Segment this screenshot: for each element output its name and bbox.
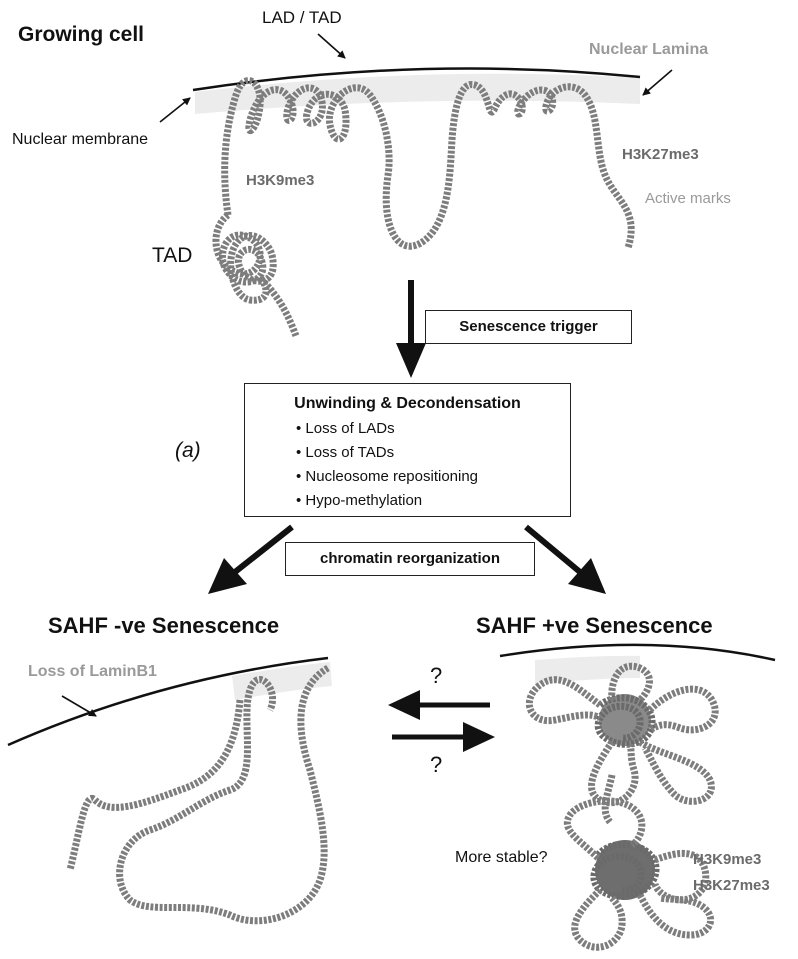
question-mark-bottom: ? <box>430 752 443 777</box>
exchange-arrow-left-head <box>388 690 420 720</box>
process-title: Unwinding & Decondensation <box>294 395 521 412</box>
h3k9me3-label-top: H3K9me3 <box>246 172 315 189</box>
process-item-3: • Nucleosome repositioning <box>296 468 479 485</box>
membrane-right <box>499 643 776 662</box>
exchange-arrow-right-head <box>463 722 495 752</box>
nuclear-lamina-label: Nuclear Lamina <box>589 41 709 58</box>
senescence-trigger-box: Senescence trigger <box>425 310 632 344</box>
tad-label: TAD <box>152 244 193 267</box>
h3k9me3-label-bottom: H3K9me3 <box>693 851 762 868</box>
active-marks-label: Active marks <box>645 190 731 207</box>
chromatin-reorganization-box: chromatin reorganization <box>285 542 535 576</box>
h3k27me3-label-top: H3K27me3 <box>622 146 699 163</box>
process-box: Unwinding & Decondensation • Loss of LAD… <box>244 383 571 517</box>
chromatin-reorganization-label: chromatin reorganization <box>319 550 501 567</box>
process-item-4: • Hypo-methylation <box>296 492 423 509</box>
process-item-1: • Loss of LADs <box>296 420 395 437</box>
reorg-arrow-right-shaft <box>524 524 582 575</box>
sahf-negative-title: SAHF -ve Senescence <box>48 613 280 638</box>
membrane-arrow <box>159 97 191 123</box>
chromatin-fiber-left <box>66 664 330 925</box>
loss-of-laminb1-label: Loss of LaminB1 <box>28 663 157 680</box>
chromatin-fiber-top <box>221 77 635 250</box>
reorg-arrow-right-head <box>568 558 606 594</box>
process-item-2: • Loss of TADs <box>296 444 395 461</box>
lad-tad-label: LAD / TAD <box>262 8 342 27</box>
panel-marker-a: (a) <box>175 439 201 462</box>
membrane-left <box>7 656 329 747</box>
lamin-loss-arrow <box>61 695 97 717</box>
sahf-cluster-upper <box>525 662 719 807</box>
more-stable-label: More stable? <box>455 849 548 866</box>
senescence-trigger-label: Senescence trigger <box>459 318 598 335</box>
sahf-positive-title: SAHF +ve Senescence <box>476 613 713 638</box>
reorg-arrow-left-head <box>208 558 247 594</box>
nuclear-membrane-label: Nuclear membrane <box>12 131 149 148</box>
sahf-cluster-lower <box>563 774 715 951</box>
reorg-arrow-left-shaft <box>233 524 294 575</box>
growing-cell-title: Growing cell <box>18 23 145 46</box>
question-mark-top: ? <box>430 663 443 688</box>
lad-tad-arrow <box>317 33 346 59</box>
lamin-shade-left <box>232 662 332 700</box>
trigger-arrow-head <box>396 343 426 378</box>
h3k27me3-label-bottom: H3K27me3 <box>693 877 770 894</box>
lamina-arrow <box>642 69 673 96</box>
nuclear-lamina-shade <box>195 73 640 114</box>
chromatin-tad-loop <box>212 212 300 338</box>
